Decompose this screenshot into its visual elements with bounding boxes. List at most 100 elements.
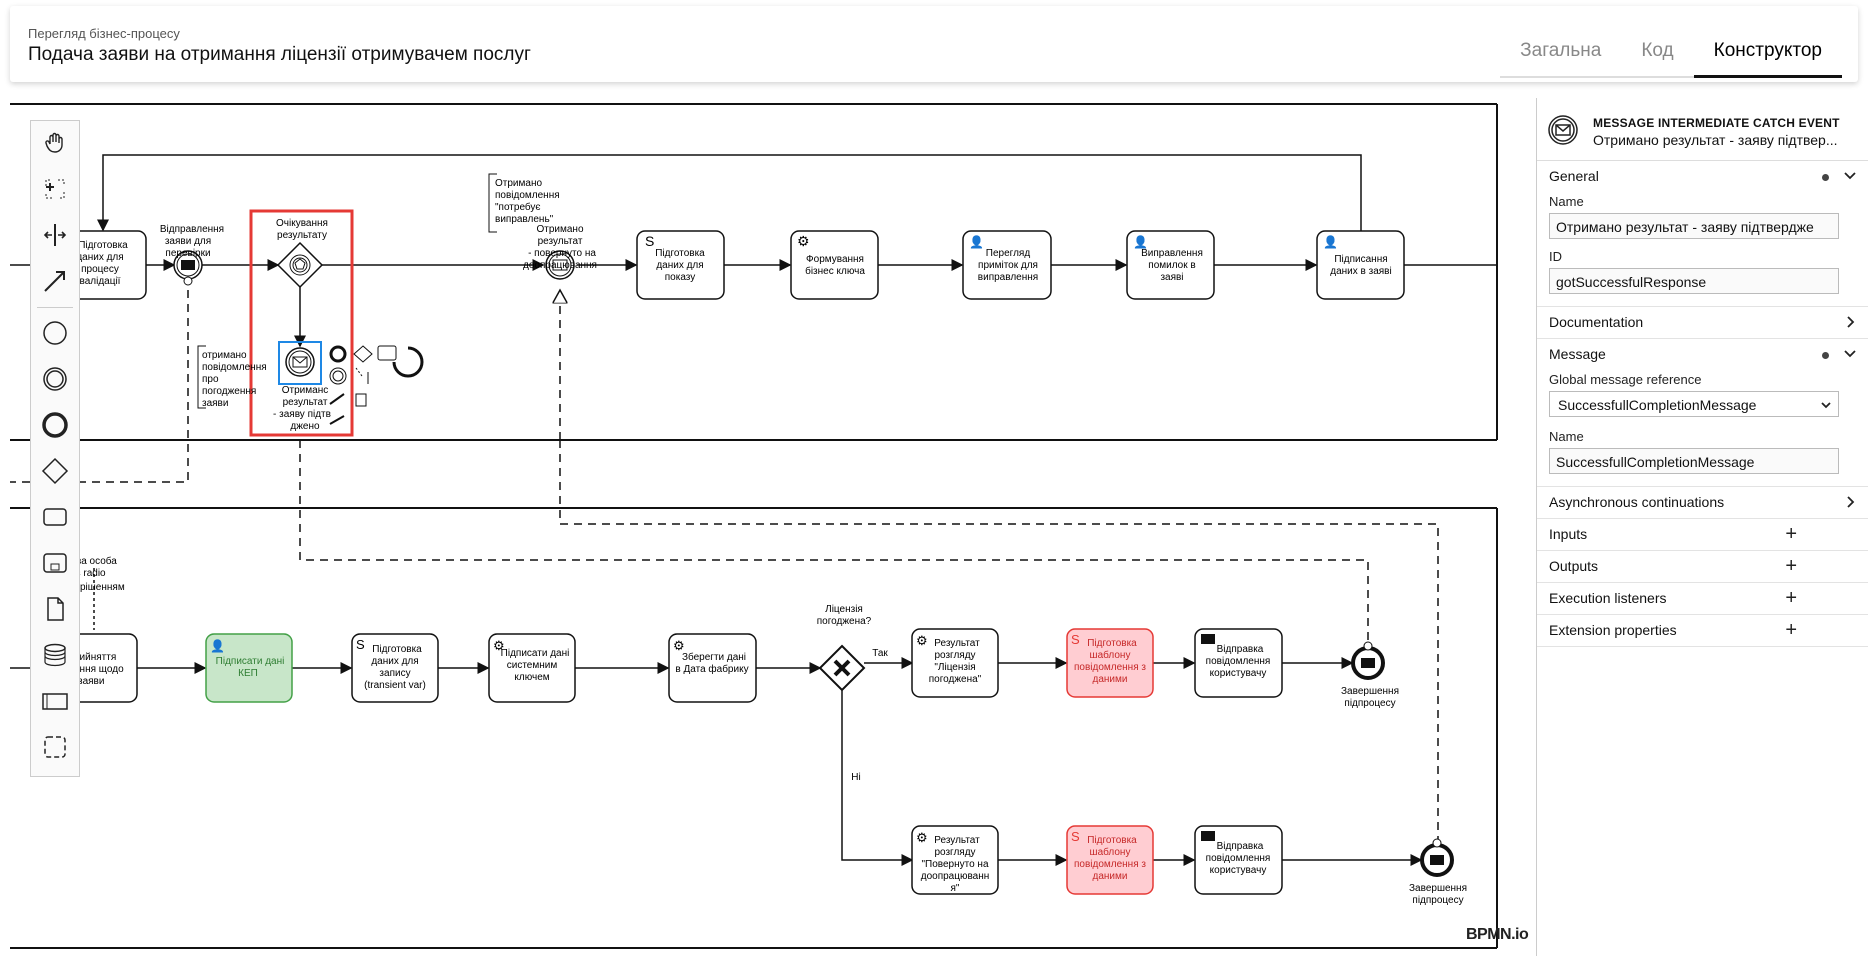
svg-text:- заяву підтв: - заяву підтв	[273, 409, 331, 420]
start-event-icon[interactable]	[39, 317, 71, 349]
group-general-header[interactable]: General	[1537, 161, 1868, 192]
data-store-icon[interactable]	[39, 639, 71, 671]
svg-text:розгляду: розгляду	[934, 650, 975, 661]
svg-text:"Ліцензія: "Ліцензія	[934, 662, 975, 673]
gateway-icon[interactable]	[39, 455, 71, 487]
task-template-2[interactable]: S Підготовка шаблону повідомлення з дани…	[1066, 825, 1154, 895]
task-review-notes[interactable]: 👤 Перегляд приміток для виправлення	[962, 230, 1052, 300]
global-message-value: SuccessfullCompletionMessage	[1558, 397, 1757, 413]
group-inputs-header[interactable]: Inputs +	[1537, 519, 1868, 550]
svg-text:Очікування: Очікування	[276, 218, 328, 229]
group-documentation-header[interactable]: Documentation	[1537, 307, 1868, 338]
group-message-label: Message	[1549, 346, 1606, 362]
add-icon[interactable]: +	[1785, 619, 1797, 641]
group-exec-listeners-label: Execution listeners	[1549, 590, 1667, 606]
svg-text:повідомлення: повідомлення	[1206, 853, 1271, 864]
svg-text:Формування: Формування	[806, 254, 864, 265]
task-save-factory[interactable]: ⚙ Зберегти дані в Дата фабрику	[668, 633, 757, 703]
task-send-user-1[interactable]: Відправка повідомлення користувачу	[1194, 628, 1283, 698]
end-event-1[interactable]: Завершення підпроцесу	[1341, 641, 1399, 709]
task-sign-data[interactable]: 👤 Підписання даних в заяві	[1316, 230, 1405, 300]
svg-text:Перегляд: Перегляд	[986, 248, 1031, 259]
name-field[interactable]: Отримано результат - заяву підтвердже	[1549, 213, 1839, 239]
group-exec-listeners: Execution listeners +	[1537, 583, 1868, 615]
svg-text:рийняття: рийняття	[74, 652, 116, 663]
svg-text:КЕП: КЕП	[238, 668, 258, 679]
pool-icon[interactable]	[39, 685, 71, 717]
svg-text:результат: результат	[538, 236, 583, 247]
id-field[interactable]: gotSuccessfulResponse	[1549, 268, 1839, 294]
add-icon[interactable]: +	[1785, 587, 1797, 609]
task-sign-system[interactable]: ⚙ Підписати дані системним ключем	[488, 633, 576, 703]
group-outputs-label: Outputs	[1549, 558, 1599, 574]
svg-text:Підготовка: Підготовка	[1087, 835, 1137, 846]
connect-tool-icon[interactable]	[39, 265, 71, 297]
data-object-icon[interactable]	[39, 593, 71, 625]
svg-text:ключем: ключем	[514, 672, 549, 683]
task-prep-write[interactable]: S Підготовка даних для запису (transient…	[351, 633, 439, 703]
tab-constructor[interactable]: Конструктор	[1693, 26, 1842, 78]
task-res-returned[interactable]: ⚙ Результат розгляду "Повернуто на доопр…	[911, 825, 999, 895]
task-sign-kep[interactable]: 👤 Підписати дані КЕП	[205, 633, 293, 703]
end-event-2[interactable]: Завершення підпроцесу	[1409, 838, 1467, 906]
event-recv-confirmed[interactable]: Отриманс результат - заяву підтв джено	[273, 341, 331, 432]
context-pad[interactable]	[329, 345, 424, 425]
add-icon[interactable]: +	[1785, 555, 1797, 577]
event-recv-returned[interactable]: Отримано результат - повернуто на доопра…	[523, 224, 597, 280]
event-send-check[interactable]: Відправлення заяви для перевірки	[160, 224, 224, 286]
group-async-header[interactable]: Asynchronous continuations	[1537, 487, 1868, 518]
svg-text:заяви для: заяви для	[165, 236, 211, 247]
task-res-agreed[interactable]: ⚙ Результат розгляду "Ліцензія погоджена…	[911, 628, 999, 698]
svg-text:ва особа: ва особа	[76, 555, 117, 567]
task-send-user-2[interactable]: Відправка повідомлення користувачу	[1194, 825, 1283, 895]
task-prep-display[interactable]: S Підготовка даних для показу	[636, 230, 725, 300]
group-icon[interactable]	[39, 731, 71, 763]
upper-pool	[10, 103, 1498, 441]
svg-text:Завершення: Завершення	[1341, 686, 1399, 697]
svg-text:Підготовка: Підготовка	[372, 644, 422, 655]
bpmn-io-watermark[interactable]: BPMN.io	[1466, 926, 1529, 943]
svg-text:👤: 👤	[1133, 235, 1148, 249]
svg-text:👤: 👤	[969, 235, 984, 249]
tab-code[interactable]: Код	[1641, 40, 1674, 61]
tab-general[interactable]: Загальна	[1520, 40, 1602, 61]
svg-text:S: S	[645, 233, 654, 249]
svg-text:даних в заяві: даних в заяві	[1330, 266, 1391, 277]
add-icon[interactable]: +	[1785, 523, 1797, 545]
message-catch-event-icon	[1547, 114, 1579, 146]
hand-tool-icon[interactable]	[39, 127, 71, 159]
lasso-tool-icon[interactable]	[39, 173, 71, 205]
svg-text:запису: запису	[379, 668, 410, 679]
svg-text:Результат: Результат	[934, 638, 980, 649]
group-message-header[interactable]: Message	[1537, 339, 1868, 370]
message-name-field[interactable]: SuccessfullCompletionMessage	[1549, 448, 1839, 474]
svg-text:заяві: заяві	[1160, 272, 1183, 283]
annotation-agreement: отримано повідомлення про погодження зая…	[197, 345, 267, 409]
svg-text:повідомлення: повідомлення	[202, 362, 267, 373]
task-form-key[interactable]: ⚙ Формування бізнес ключа	[790, 230, 879, 300]
chevron-right-icon	[1847, 496, 1855, 508]
end-event-icon[interactable]	[39, 409, 71, 441]
task-prep-validation[interactable]: Підготовка даних для процесу валідації	[59, 230, 147, 300]
svg-text:системним: системним	[507, 660, 558, 671]
intermediate-event-icon[interactable]	[39, 363, 71, 395]
group-outputs-header[interactable]: Outputs +	[1537, 551, 1868, 582]
task-fix-errors[interactable]: 👤 Виправлення помилок в заяві	[1126, 230, 1215, 300]
svg-text:повідомлення: повідомлення	[495, 190, 560, 201]
svg-text:виправлення: виправлення	[978, 272, 1038, 283]
bpmn-canvas[interactable]: Підготовка даних для процесу валідації В…	[0, 92, 1536, 956]
group-ext-props-header[interactable]: Extension properties +	[1537, 615, 1868, 646]
group-exec-listeners-header[interactable]: Execution listeners +	[1537, 583, 1868, 614]
svg-text:"потребує: "потребує	[495, 201, 541, 213]
panel-header: MESSAGE INTERMEDIATE CATCH EVENT Отриман…	[1537, 98, 1868, 161]
space-tool-icon[interactable]	[39, 219, 71, 251]
svg-text:підпроцесу: підпроцесу	[1344, 698, 1395, 709]
task-icon[interactable]	[39, 501, 71, 533]
task-template-1[interactable]: S Підготовка шаблону повідомлення з дани…	[1066, 628, 1154, 698]
svg-text:даних для: даних для	[656, 260, 703, 271]
global-message-select[interactable]: SuccessfullCompletionMessage	[1549, 391, 1839, 417]
subprocess-icon[interactable]	[39, 547, 71, 579]
gateway-await-result[interactable]: Очікування результату	[276, 218, 328, 289]
group-documentation-label: Documentation	[1549, 314, 1644, 330]
gateway-license[interactable]: Ліцензія погоджена? Так Ні	[817, 604, 889, 783]
